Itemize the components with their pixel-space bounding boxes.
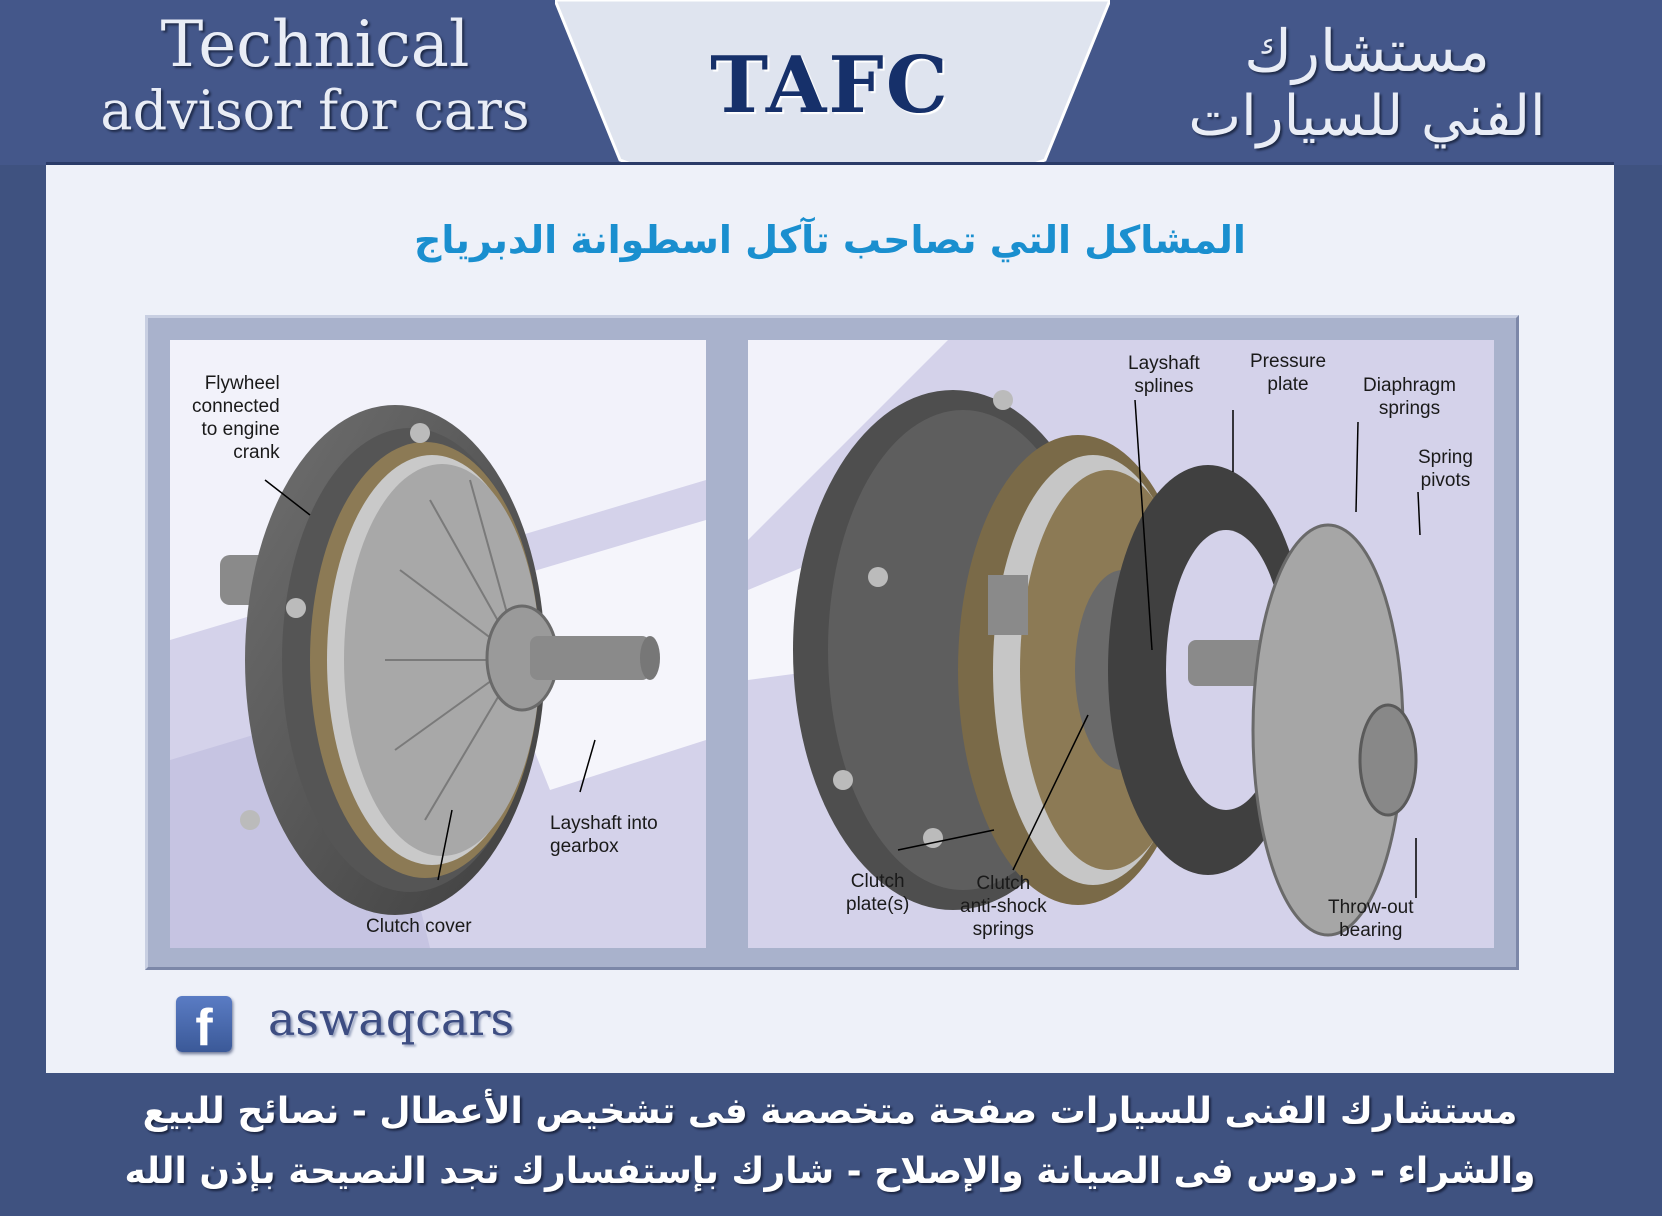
label-pressure-line2: plate [1267,374,1309,395]
footer-line2: والشراء - دروس فى الصيانة والإصلاح - شار… [124,1151,1536,1192]
title-english-line1: Technical [160,8,470,82]
page-heading: المشاكل التي تصاحب تآكل اسطوانة الدبرياج [414,218,1246,262]
label-antishock-line1: Clutch [976,873,1031,894]
title-english: Technical advisor for cars [70,10,560,142]
clutch-exploded-diagram: Layshaft splines Pressure plate Diaphrag… [748,340,1494,948]
label-pivots-line1: Spring [1418,447,1473,468]
label-layshaft-line2: gearbox [550,836,619,857]
label-flywheel-line2: connected [192,396,280,417]
label-diaphragm-line1: Diaphragm [1363,375,1456,396]
label-clutch-cover: Clutch cover [366,916,472,937]
label-throwout-line2: bearing [1339,920,1403,941]
title-arabic-line1: مستشارك [1244,17,1490,85]
header-divider [46,162,1614,165]
label-flywheel-line1: Flywheel [204,373,280,394]
label-clutch-plates: Clutch plate(s) [846,870,909,916]
label-flywheel-line4: crank [233,442,280,463]
label-anti-shock-springs: Clutch anti-shock springs [960,872,1047,941]
label-spring-pivots: Spring pivots [1418,446,1473,492]
label-throw-out-bearing: Throw-out bearing [1328,896,1414,942]
label-pivots-line2: pivots [1420,470,1471,491]
label-layshaft-splines: Layshaft splines [1128,352,1200,398]
label-plates-line1: Clutch [850,871,905,892]
label-pressure-plate: Pressure plate [1250,350,1326,396]
label-pressure-line1: Pressure [1250,351,1327,372]
facebook-page-name[interactable]: aswaqcars [268,992,515,1046]
footer-description: مستشارك الفنى للسيارات صفحة متخصصة فى تش… [60,1082,1600,1202]
title-arabic-line2: الفني للسيارات [1188,84,1546,149]
label-flywheel-line3: to engine [201,419,280,440]
label-flywheel: Flywheel connected to engine crank [192,372,280,464]
label-throwout-line1: Throw-out [1328,897,1414,918]
label-antishock-line3: springs [972,919,1034,940]
logo-text: TAFC [710,40,950,131]
label-plates-line2: plate(s) [846,894,910,915]
clutch-assembled-diagram: Flywheel connected to engine crank Laysh… [170,340,706,948]
label-diaphragm-springs: Diaphragm springs [1363,374,1456,420]
label-splines-line1: Layshaft [1128,353,1200,374]
label-antishock-line2: anti-shock [960,896,1047,917]
clutch-assembled-illustration [170,340,706,948]
label-layshaft-line1: Layshaft into [550,813,658,834]
title-english-line2: advisor for cars [100,79,530,142]
clutch-exploded-illustration [748,340,1494,948]
facebook-icon[interactable]: f [176,996,232,1057]
label-splines-line2: splines [1134,376,1194,397]
label-layshaft-gearbox: Layshaft into gearbox [550,812,658,858]
footer-line1: مستشارك الفنى للسيارات صفحة متخصصة فى تش… [142,1091,1518,1132]
title-arabic: مستشارك الفني للسيارات [1132,18,1602,150]
label-diaphragm-line2: springs [1378,398,1441,419]
